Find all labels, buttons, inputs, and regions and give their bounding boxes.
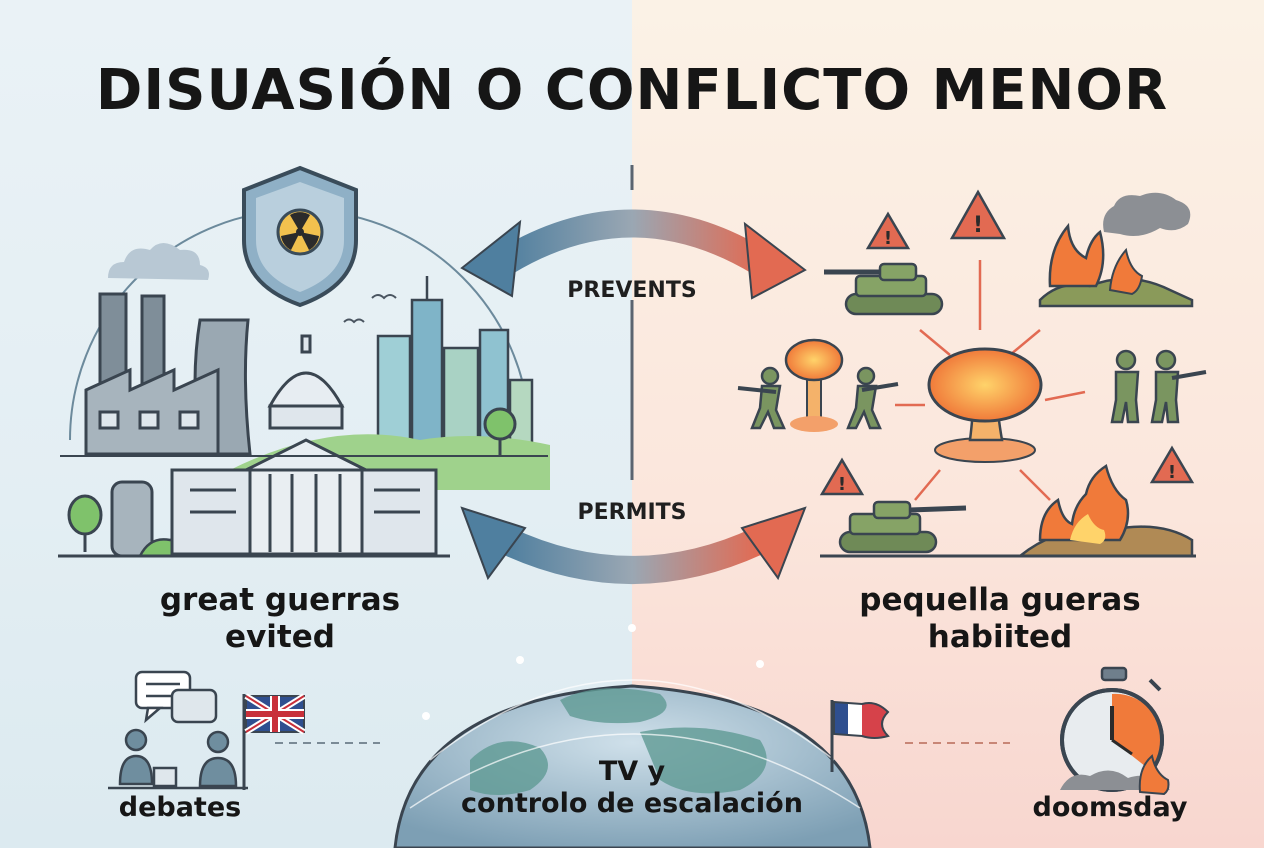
warning-icon: ! [819, 457, 865, 496]
explosion-icon [927, 347, 1043, 463]
right-caption-line2: habiited [927, 618, 1073, 655]
tree-icon [67, 494, 103, 552]
permits-label: PERMITS [577, 500, 687, 525]
right-caption: pequella gueras habiited [800, 582, 1200, 655]
warning-icon: ! [865, 211, 911, 250]
prevents-arrow [460, 209, 807, 300]
svg-text:!: ! [1168, 462, 1176, 483]
soldier-icon [1150, 349, 1207, 424]
fire-icon [1016, 464, 1194, 558]
factory-icon [84, 292, 252, 456]
tank-icon [824, 262, 944, 316]
fire-icon [1038, 192, 1194, 308]
tank-icon [838, 500, 967, 554]
explosion-icon [784, 338, 844, 432]
prevents-label: PREVENTS [567, 278, 697, 303]
right-caption-line1: pequella gueras [859, 582, 1141, 618]
nuclear-shield-icon [242, 165, 358, 308]
center-caption: TV y controlo de escalación [430, 756, 834, 820]
center-caption-line2: controlo de escalación [461, 787, 803, 819]
page-title: DISUASIÓN O CONFLICTO MENOR [95, 58, 1169, 123]
chat-icon [134, 670, 218, 724]
doomsday-label: doomsday [1032, 792, 1188, 823]
france-flag-icon [830, 700, 890, 772]
bird-icon [343, 318, 365, 324]
svg-text:!: ! [973, 213, 983, 238]
warning-icon: ! [949, 189, 1007, 240]
left-caption: great guerras evited [80, 582, 480, 655]
left-caption-line2: evited [225, 618, 335, 655]
left-caption-line1: great guerras [159, 582, 401, 618]
stopwatch-icon [1060, 666, 1170, 796]
soldier-icon [737, 366, 786, 430]
svg-text:!: ! [838, 474, 846, 495]
center-caption-line1: TV y [598, 756, 666, 787]
permits-arrow [460, 506, 807, 584]
svg-text:!: ! [884, 228, 892, 249]
debates-label: debates [118, 792, 242, 823]
bird-icon [371, 294, 397, 300]
radiating-lines [895, 260, 1086, 501]
cloud-icon [108, 243, 209, 280]
globe-icon [393, 624, 872, 848]
debate-people-icon [118, 728, 238, 788]
silo-icon [110, 480, 154, 558]
uk-flag-icon [242, 693, 306, 790]
soldier-icon [846, 366, 899, 430]
tree-icon [483, 407, 517, 455]
warning-icon: ! [1149, 445, 1195, 484]
soldier-icon [1110, 349, 1140, 424]
